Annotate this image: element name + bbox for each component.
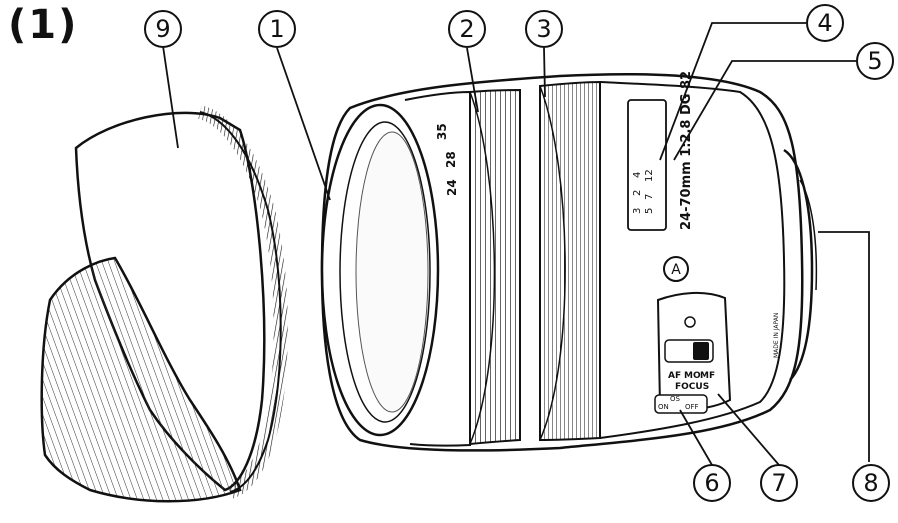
callout-8: 8 [852,464,890,502]
switch-mo-text: MO [684,371,701,381]
callout-2: 2 [448,10,486,48]
callout-9: 9 [144,10,182,48]
callout-4: 4 [806,4,844,42]
lens-hood [40,105,288,503]
callout-1: 1 [258,10,296,48]
callout-7: 7 [760,464,798,502]
distance-m-5: 5 [644,208,655,214]
distance-ft-2: 2 [632,190,643,196]
lens-markings: 24-70mm 1:2.8 DG 82 A 24 28 35 AF MO MF … [435,71,780,411]
callout-6: 6 [693,464,731,502]
lens-body [320,73,818,452]
zoom-mark-28: 28 [444,151,458,168]
distance-m-7: 7 [644,194,655,200]
made-in-text: MADE IN JAPAN [773,313,780,358]
os-on-text: ON [658,403,669,411]
callout-5: 5 [856,42,894,80]
zoom-mark-35: 35 [435,123,449,140]
os-off-text: OFF [685,403,699,411]
distance-m-12: 12 [644,169,655,182]
switch-mf-text: MF [700,371,715,381]
switch-af-text: AF [668,371,681,381]
switch-focus-text: FOCUS [675,382,709,392]
callout-3: 3 [525,10,563,48]
os-label-text: OS [670,395,681,403]
leader-lines [162,22,870,466]
figure-label: (1) [8,2,79,48]
distance-ft-3: 3 [632,208,643,214]
art-badge-text: A [671,262,681,278]
distance-ft-4: 4 [632,172,643,178]
model-text: 24-70mm 1:2.8 DG 82 [679,71,694,230]
zoom-mark-24: 24 [445,179,459,196]
